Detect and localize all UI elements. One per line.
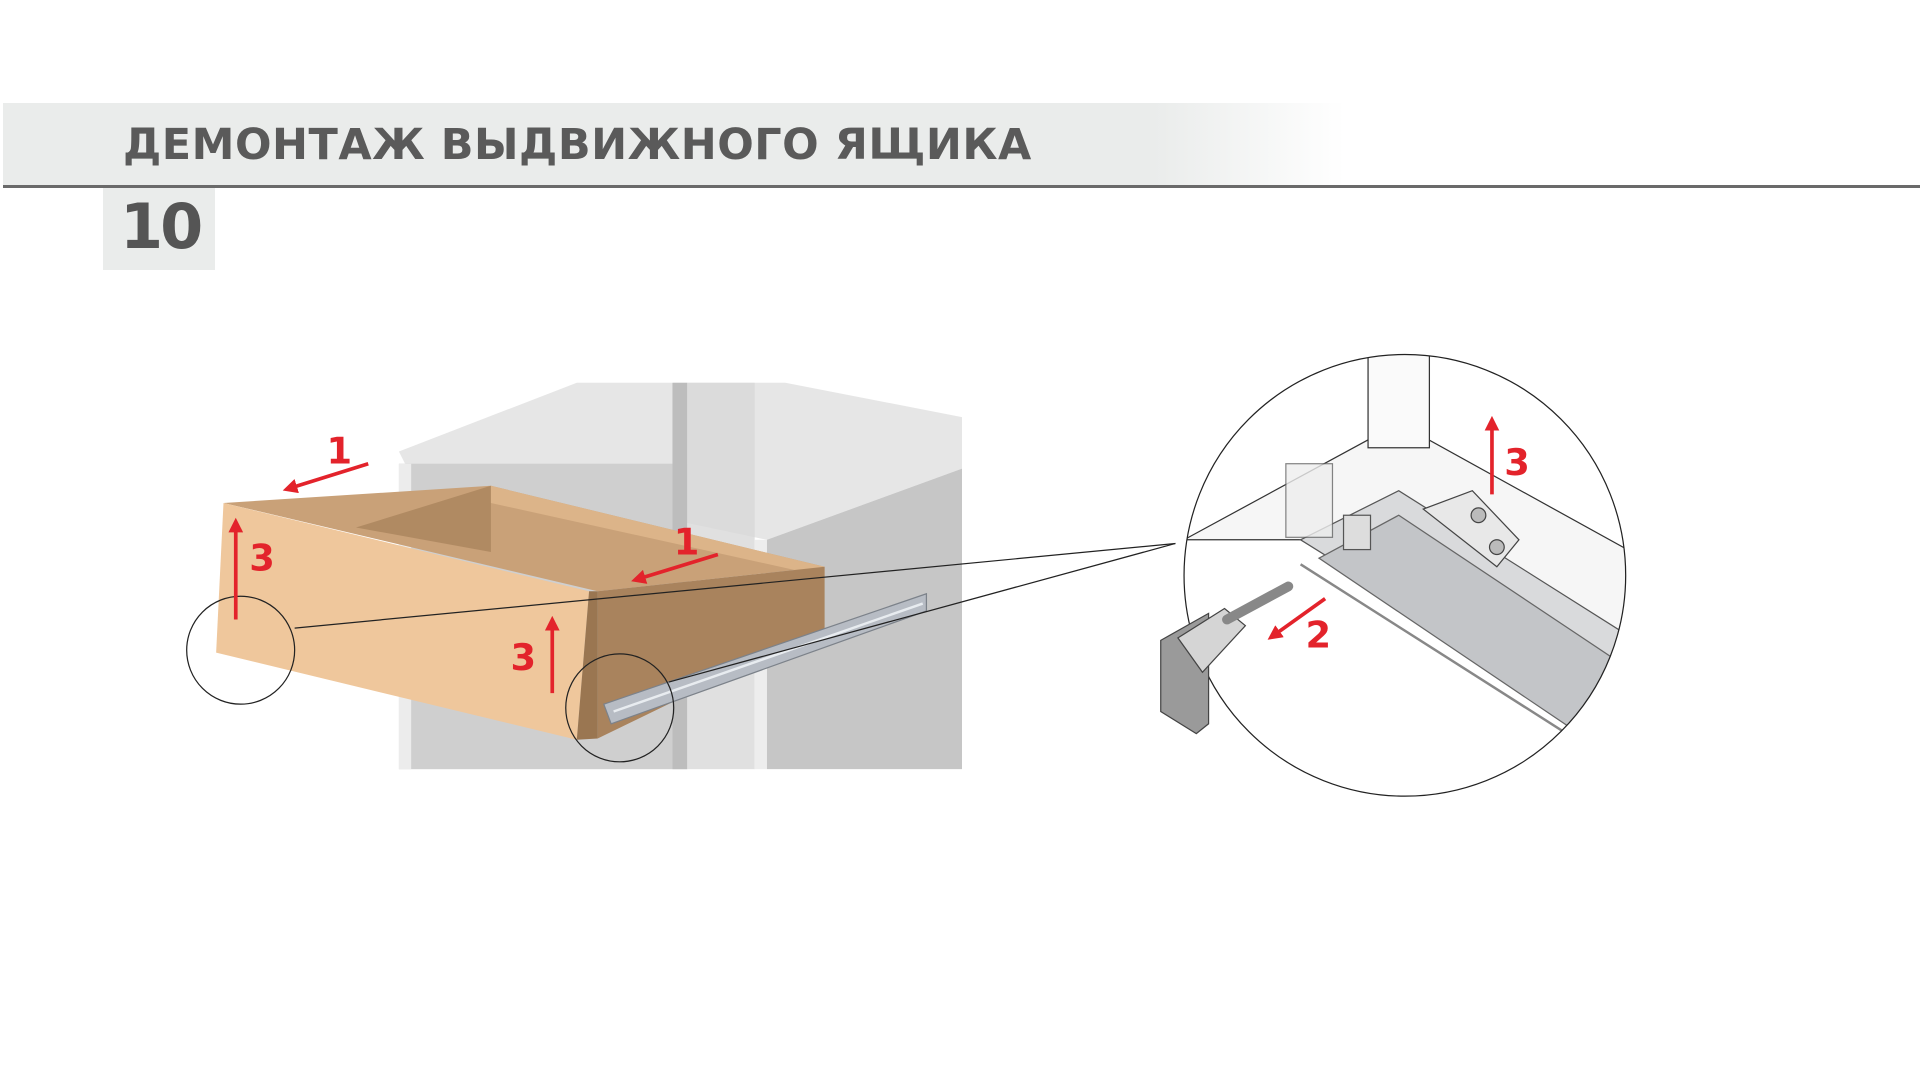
detail-view: [1160, 353, 1627, 797]
page-title: ДЕМОНТАЖ ВЫДВИЖНОГО ЯЩИКА: [123, 120, 1032, 170]
label-1-outer: 1: [327, 430, 353, 473]
label-3-side: 3: [511, 636, 537, 679]
header-divider: [3, 185, 1920, 188]
drawer-slide-rail: [602, 592, 928, 725]
callout-circle-front: [186, 595, 296, 705]
label-3-front: 3: [249, 536, 275, 579]
label-2-detail: 2: [1305, 614, 1331, 657]
callout-circle-rail: [565, 653, 675, 763]
release-lever: [1177, 607, 1247, 674]
pin: [1222, 581, 1294, 625]
arrow-pull-left: [282, 461, 369, 494]
step-number-box: [103, 188, 215, 270]
header-band: [3, 103, 1920, 185]
arrow-release-clip: [1267, 597, 1327, 640]
step-number: 10: [120, 190, 203, 263]
label-3-detail: 3: [1504, 441, 1530, 484]
arrow-pull-inner: [631, 552, 719, 584]
callout-lines: [186, 542, 1176, 763]
label-1-inner: 1: [674, 520, 700, 563]
